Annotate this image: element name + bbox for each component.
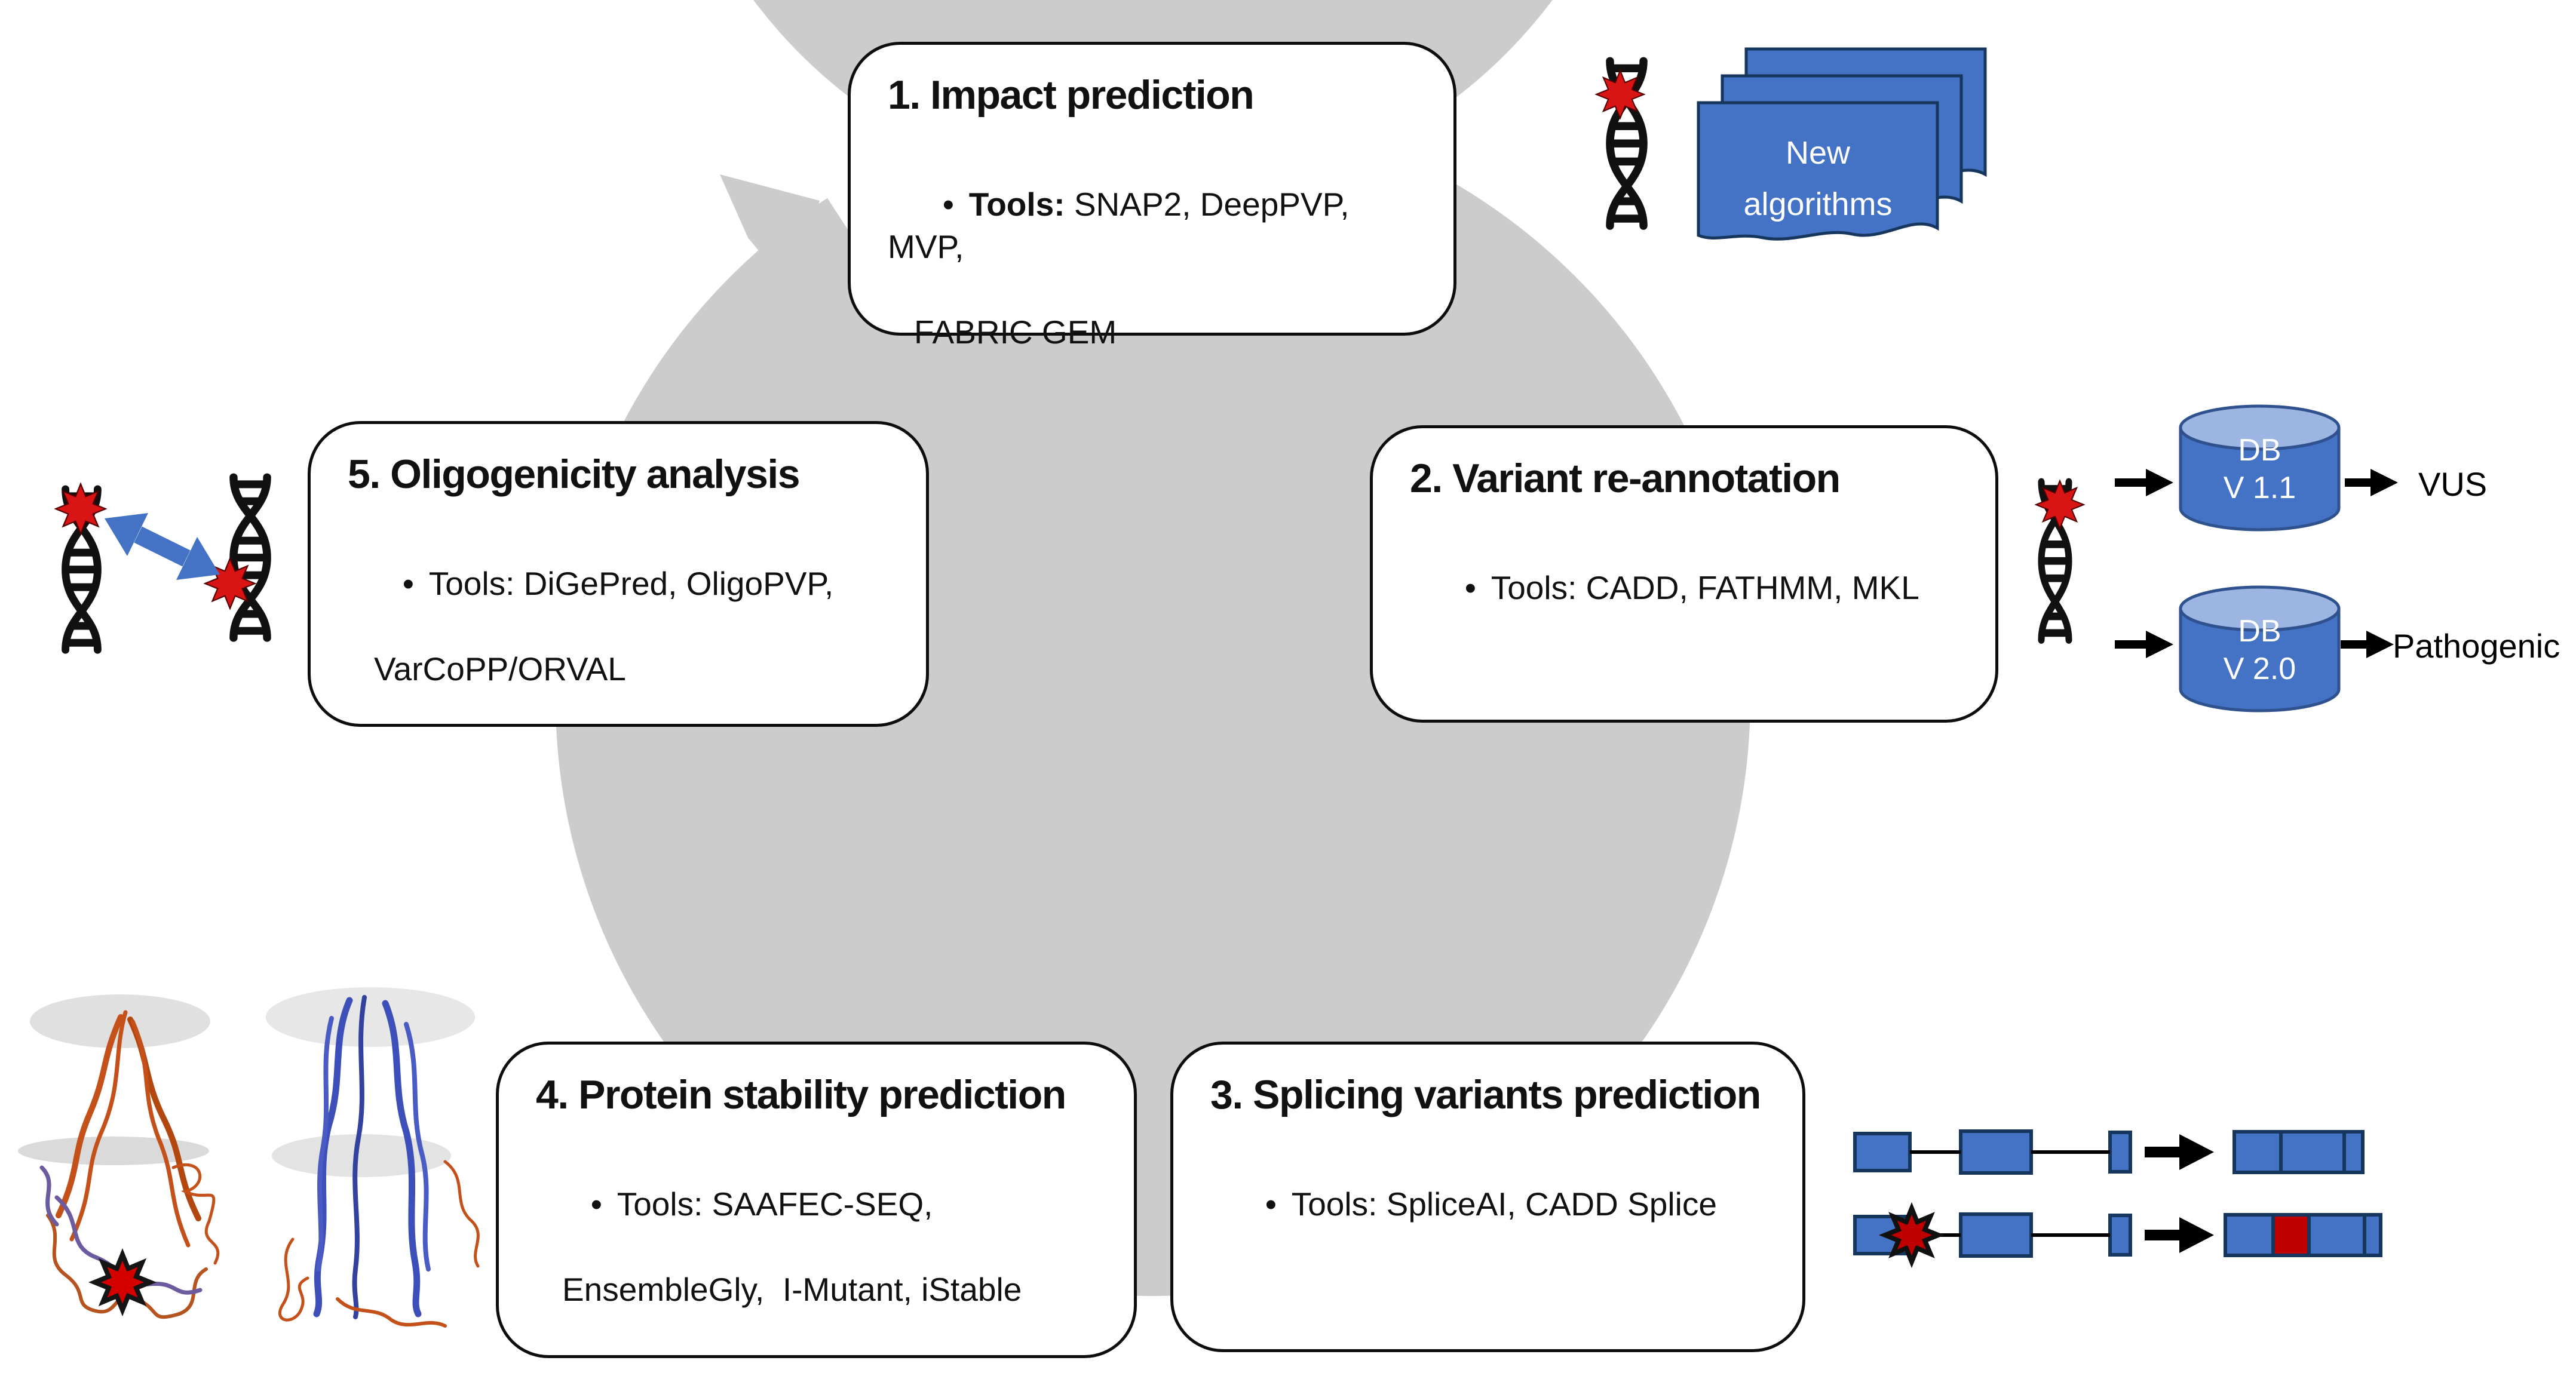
step-title: 3. Splicing variants prediction: [1210, 1072, 1761, 1117]
step-title: 5. Oligogenicity analysis: [348, 452, 801, 497]
db1-line2: V 1.1: [2223, 471, 2296, 505]
tools-list: DiGePred, OligoPVP,: [514, 564, 834, 602]
new-algorithms-line2: algorithms: [1743, 186, 1893, 222]
exon-intron-mutated-diagram: [1853, 1202, 2382, 1269]
db2-line1: DB: [2238, 614, 2281, 649]
arrow-dna-to-db2-icon: [2115, 631, 2173, 658]
bullet: •: [942, 185, 954, 223]
step-box-1-impact-prediction: 1. Impact prediction • Tools: SNAP2, Deep…: [848, 42, 1456, 351]
cycle-arrowhead: [720, 174, 820, 294]
membrane-plane-ellipse: [266, 987, 475, 1047]
tools-text: • Tools: SpliceAI, CADD Splice: [1210, 1140, 1775, 1269]
arrow-splice-mutated-icon: [2145, 1217, 2214, 1253]
db1-line1: DB: [2238, 433, 2281, 468]
new-algorithms-line1: New: [1785, 135, 1851, 171]
exon-intron-pre-mrna-diagram: [1853, 1129, 2365, 1175]
arrow-splice-normal-icon: [2145, 1134, 2214, 1170]
tools-text: • Tools: SAAFEC-SEQ, EnsembleGly, I-Mutan…: [536, 1140, 1107, 1382]
step-box-2-variant-reannotation: 2. Variant re-annotation • Tools: CADD, F…: [1370, 425, 1998, 723]
tools-text: • Tools: SNAP2, DeepPVP, MVP, FABRIC GEM: [888, 140, 1427, 440]
tools-list-line2: EnsembleGly, I-Mutant, iStable: [562, 1270, 1022, 1308]
oligogenic-dna-pair-icon: [55, 477, 267, 650]
tools-label: Tools:: [1291, 1185, 1378, 1223]
new-algorithms-label: New algorithms: [1698, 127, 1937, 230]
database-v20-label: DB V 2.0: [2181, 613, 2339, 688]
tools-label: Tools:: [1491, 569, 1577, 606]
bullet: •: [590, 1185, 602, 1223]
database-v20-icon: [2179, 585, 2341, 713]
arrow-db2-to-pathogenic-icon: [2341, 631, 2394, 658]
step-title: 2. Variant re-annotation: [1410, 456, 1841, 501]
tools-list: CADD, FATHMM, MKL: [1577, 569, 1919, 606]
tools-label: Tools:: [617, 1185, 703, 1223]
arrow-db1-to-vus-icon: [2345, 469, 2398, 496]
spliced-mrna-normal: [2232, 1130, 2365, 1174]
tools-label: Tools:: [968, 185, 1065, 223]
step-box-4-protein-stability: 4. Protein stability prediction •Tools: …: [496, 1042, 1137, 1358]
variant-dna-icon: [1596, 61, 1644, 226]
database-v11-icon: [2179, 404, 2341, 532]
tools-list-line2: VarCoPP/ORVAL: [374, 650, 626, 687]
arrow-dna-to-db1-icon: [2115, 469, 2173, 496]
tools-list: SpliceAI, CADD Splice: [1377, 1185, 1717, 1223]
step-title: 4. Protein stability prediction: [536, 1072, 1066, 1117]
protein-structure-mutant-image: [266, 987, 480, 1328]
bullet: •: [402, 564, 414, 602]
step-title: 1. Impact prediction: [888, 72, 1255, 118]
db2-line2: V 2.0: [2223, 652, 2296, 686]
pathogenic-label: Pathogenic: [2393, 627, 2560, 665]
step-box-5-oligogenicity: 5. Oligogenicity analysis • Tools: DiGePr…: [308, 421, 929, 727]
tools-text: • Tools: CADD, FATHMM, MKL: [1410, 524, 1968, 652]
tools-text: • Tools: DiGePred, OligoPVP, VarCoPP/ORVA…: [348, 520, 899, 776]
database-v11-label: DB V 1.1: [2181, 432, 2339, 507]
retained-intron-red-segment: [2271, 1213, 2311, 1257]
reannotation-dna-icon: [2035, 481, 2084, 640]
gene-interaction-double-arrow-icon: [105, 513, 220, 580]
bullet: •: [1265, 1185, 1277, 1223]
tools-label: Tools:: [428, 564, 515, 602]
protein-structure-wildtype-image: [18, 994, 220, 1319]
step-box-3-splicing-variants: 3. Splicing variants prediction • Tools: …: [1170, 1042, 1805, 1352]
tools-list: SAAFEC-SEQ,: [703, 1185, 933, 1223]
tools-list-line2: FABRIC GEM: [914, 314, 1117, 351]
bullet: •: [1464, 569, 1476, 606]
vus-label: VUS: [2418, 465, 2488, 503]
tools-list: SNAP2, DeepPVP, MVP,: [888, 185, 1358, 266]
